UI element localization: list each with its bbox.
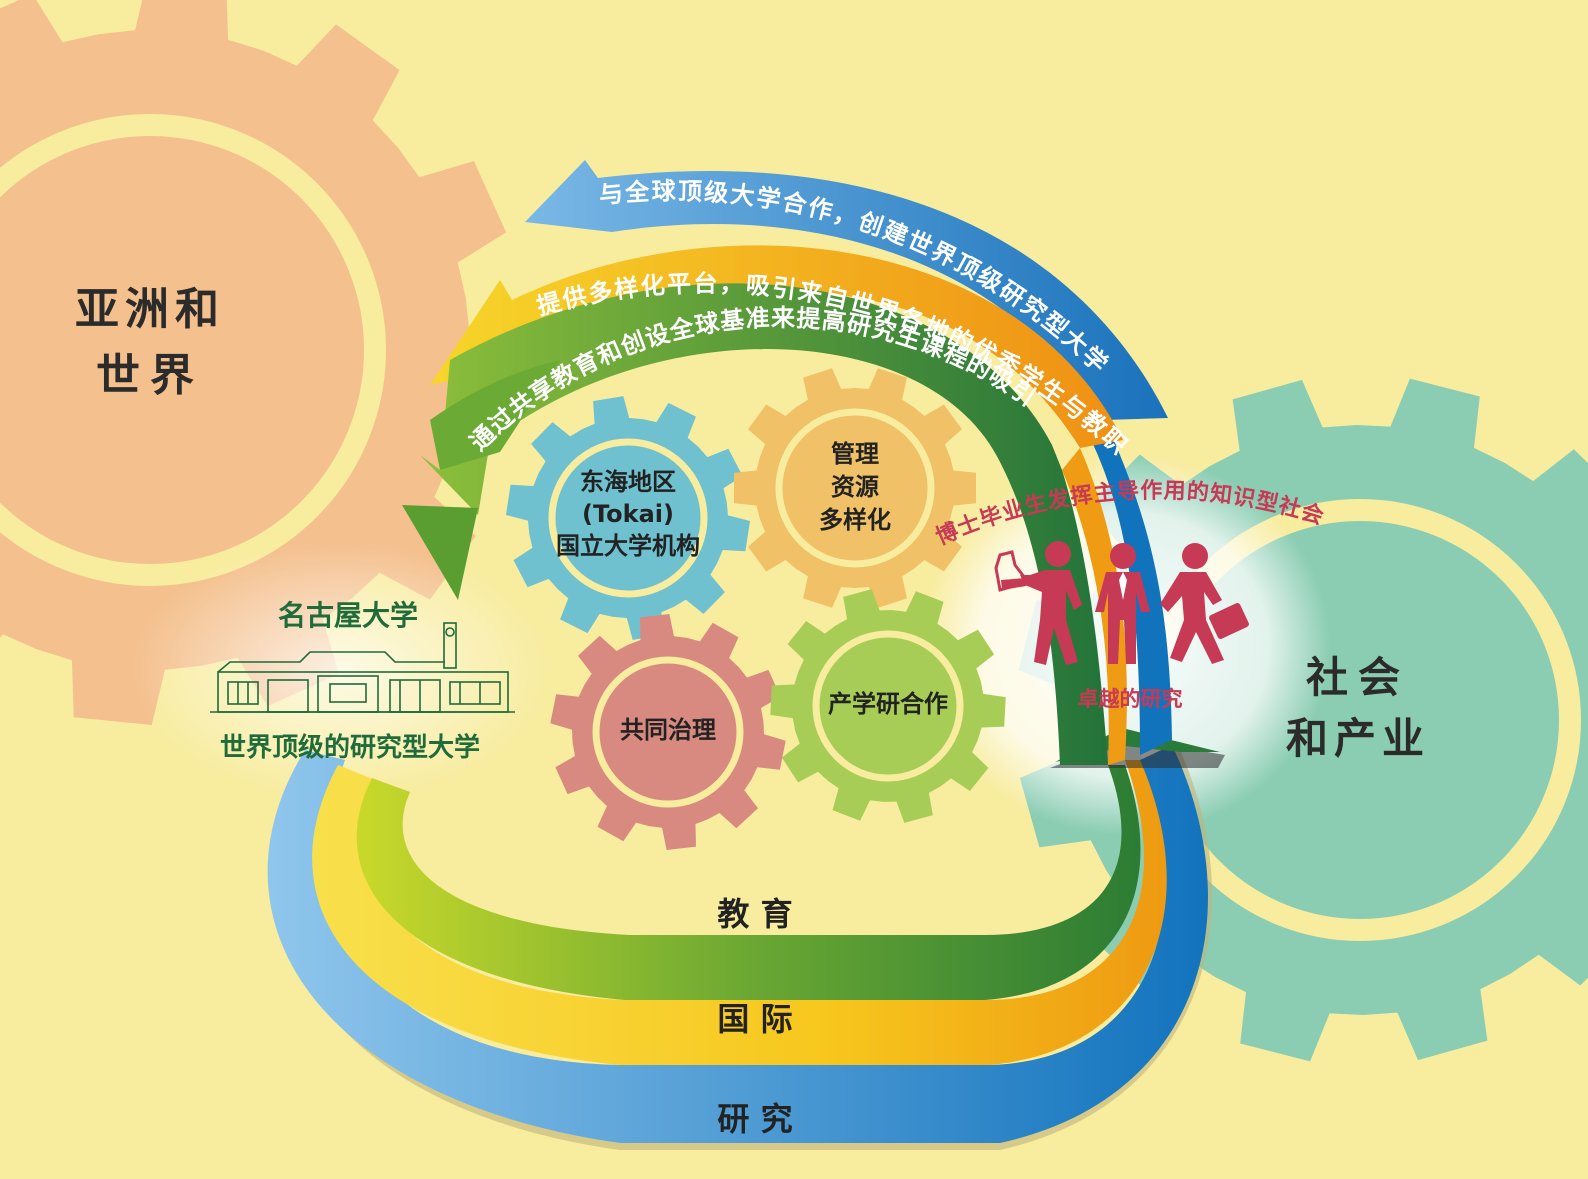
blue-arc xyxy=(525,160,1168,420)
university-name: 名古屋大学 xyxy=(278,599,418,632)
gear-asia-ring xyxy=(0,114,386,586)
gear-industry-ring xyxy=(812,630,964,782)
university-subtitle: 世界顶级的研究型大学 xyxy=(220,732,480,763)
society-label-line2: 和产业 xyxy=(1286,714,1430,763)
pillar-education-label: 教 育 xyxy=(717,895,792,933)
pillar-international-label: 国 际 xyxy=(717,1000,792,1038)
briefcase-icon xyxy=(1209,603,1249,639)
gear-management-body xyxy=(734,368,976,608)
arrow-head xyxy=(1055,728,1220,762)
university-glow xyxy=(130,540,550,800)
gear-management-ring xyxy=(775,408,935,568)
green-arrow-head xyxy=(402,505,478,600)
international-band xyxy=(312,760,1167,1065)
society-label-line1: 社会 xyxy=(1306,653,1410,702)
top-arcs xyxy=(402,160,1172,765)
management-label-line2: 资源 xyxy=(831,473,879,501)
asia-world-label-line2: 世界 xyxy=(96,350,204,401)
yellow-arc-right xyxy=(1062,448,1127,765)
industry-gear xyxy=(770,589,1006,823)
tokai-gear xyxy=(506,396,750,640)
pillar-research-label: 研 究 xyxy=(717,1100,792,1138)
asia-world-label-line1: 亚洲和 xyxy=(75,284,225,335)
industry-label: 产学研合作 xyxy=(828,690,948,718)
green-arc-left xyxy=(430,360,560,470)
tokai-label-line2: (Tokai) xyxy=(582,500,674,528)
gear-tokai-body xyxy=(506,396,750,640)
researchers-icon xyxy=(994,541,1249,665)
blue-arc-right xyxy=(1090,420,1172,755)
gear-industry-body xyxy=(770,589,1006,823)
governance-gear xyxy=(550,614,786,850)
gear-tokai-ring xyxy=(548,438,708,598)
gear-governance-body xyxy=(550,614,786,850)
management-gear xyxy=(734,368,976,608)
gear-asia-body xyxy=(0,0,525,725)
tokai-label-line3: 国立大学机构 xyxy=(556,532,700,560)
education-band xyxy=(356,765,1141,1000)
university-building-icon xyxy=(210,622,515,713)
tokai-label-line1: 东海地区 xyxy=(580,468,676,496)
excellent-research-caption: 卓越的研究 xyxy=(1078,687,1183,711)
asia-world-gear xyxy=(0,0,525,725)
gear-governance-ring xyxy=(592,656,744,808)
yellow-arc xyxy=(430,245,1123,448)
management-label-line1: 管理 xyxy=(831,440,879,468)
governance-label: 共同治理 xyxy=(620,716,716,744)
management-label-line3: 多样化 xyxy=(819,506,891,534)
